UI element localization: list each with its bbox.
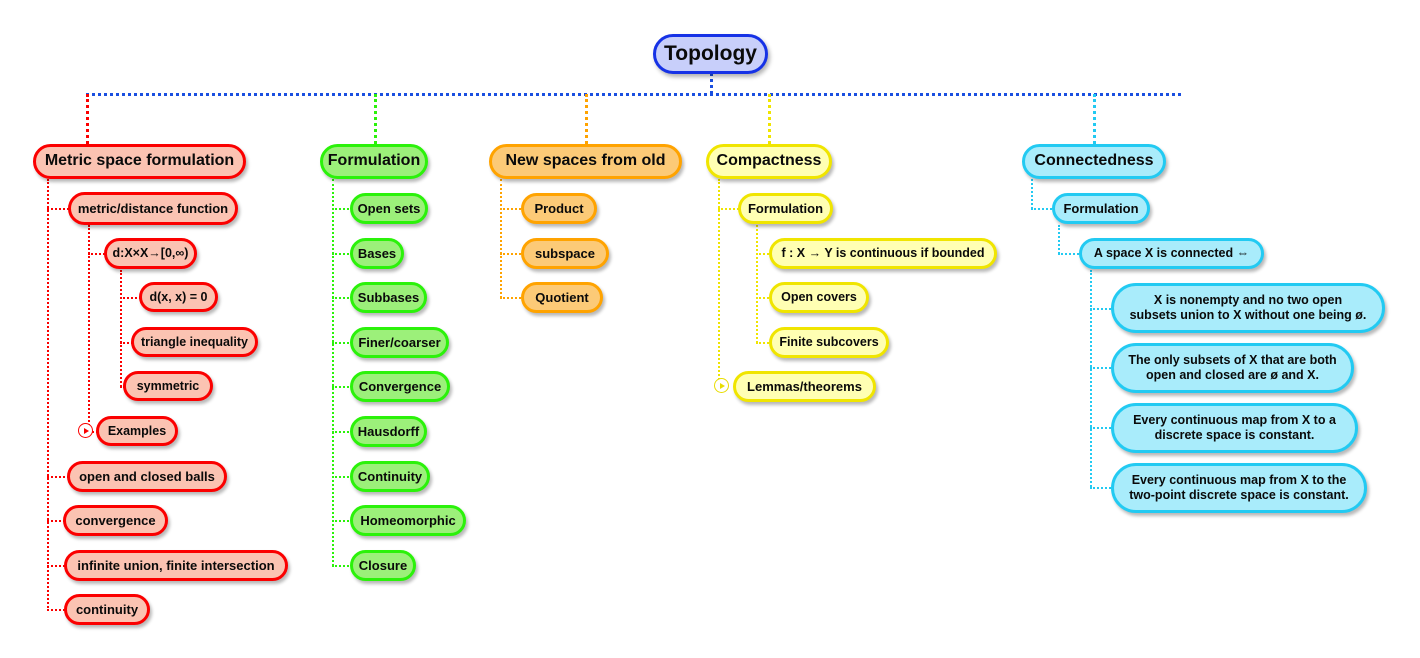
node-new-spaces-from-old[interactable]: New spaces from old [489, 144, 682, 179]
connector-red-to-b1c1c2 [88, 431, 98, 433]
connector-drop-formulation [374, 94, 377, 144]
node-symmetric[interactable]: symmetric [123, 371, 213, 401]
node-topology-root[interactable]: Topology [653, 34, 768, 74]
connector-red-to-b1c3 [47, 520, 69, 522]
node-continuity-topology[interactable]: Continuity [350, 461, 430, 492]
node-subspace[interactable]: subspace [521, 238, 609, 269]
connector-yellow-spine [718, 179, 720, 387]
node-quotient[interactable]: Quotient [521, 282, 603, 313]
connector-cyan-to-b5c1c1c1 [1090, 308, 1111, 310]
connector-red-to-b1c2 [47, 476, 69, 478]
node-convergence[interactable]: convergence [63, 505, 168, 536]
node-open-sets[interactable]: Open sets [350, 193, 428, 224]
connector-root-stub [710, 73, 713, 94]
node-formulation-topology[interactable]: Formulation [320, 144, 428, 179]
connector-orange-spine [500, 179, 502, 298]
connector-red-spine-l2 [88, 225, 90, 433]
connector-red-spine [47, 179, 49, 611]
connector-cyan-to-b5c1c1c3 [1090, 427, 1111, 429]
node-d-x-x-equals-0[interactable]: d(x, x) = 0 [139, 282, 218, 312]
connector-cyan-to-b5c1c1c2 [1090, 367, 1111, 369]
node-formulation-compactness[interactable]: Formulation [738, 193, 833, 224]
node-open-and-closed-balls[interactable]: open and closed balls [67, 461, 227, 492]
connector-green-to-b2c9 [332, 565, 353, 567]
node-triangle-inequality[interactable]: triangle inequality [131, 327, 258, 357]
node-finer-coarser[interactable]: Finer/coarser [350, 327, 449, 358]
connector-cyan-spine-l2 [1058, 225, 1060, 254]
connector-drop-compactness [768, 94, 771, 144]
connector-yellow-spine-l2 [756, 225, 758, 343]
node-only-subsets-both-open-and-closed[interactable]: The only subsets of X that are both open… [1111, 343, 1354, 393]
connector-green-to-b2c2 [332, 253, 353, 255]
connector-orange-to-b3c1 [500, 208, 521, 210]
node-lemmas-theorems[interactable]: Lemmas/theorems [733, 371, 876, 402]
connector-drop-newspaces [585, 94, 588, 144]
connector-green-to-b2c8 [332, 520, 353, 522]
node-homeomorphic[interactable]: Homeomorphic [350, 505, 466, 536]
node-metric-distance-function[interactable]: metric/distance function [68, 192, 238, 225]
connector-cyan-to-b5c1c1c4 [1090, 487, 1111, 489]
connector-cyan-to-b5c1c1 [1058, 253, 1079, 255]
node-finite-subcovers[interactable]: Finite subcovers [769, 327, 889, 358]
node-subbases[interactable]: Subbases [350, 282, 427, 313]
node-continuity-metric[interactable]: continuity [64, 594, 150, 625]
node-convergence-topology[interactable]: Convergence [350, 371, 450, 402]
node-hausdorff[interactable]: Hausdorff [350, 416, 427, 447]
connector-red-to-b1c1c1c1 [120, 297, 141, 299]
node-compactness[interactable]: Compactness [706, 144, 832, 179]
connector-cyan-spine [1031, 179, 1033, 209]
node-every-map-to-two-point-discrete-space-constant[interactable]: Every continuous map from X to the two-p… [1111, 463, 1367, 513]
connector-red-to-b1c4 [47, 565, 69, 567]
connector-yellow-to-b4c1c3 [756, 342, 777, 344]
node-formulation-connectedness[interactable]: Formulation [1052, 193, 1150, 224]
node-connectedness[interactable]: Connectedness [1022, 144, 1166, 179]
connector-red-to-b1c5 [47, 609, 69, 611]
connector-cyan-spine-l3 [1090, 270, 1092, 487]
node-f-x-to-y-continuous-if-bounded[interactable]: f : X → Y is continuous if bounded [769, 238, 997, 269]
node-infinite-union-finite-intersection[interactable]: infinite union, finite intersection [64, 550, 288, 581]
node-product[interactable]: Product [521, 193, 597, 224]
connector-green-to-b2c5 [332, 386, 353, 388]
node-x-is-nonempty-no-two-open-subsets[interactable]: X is nonempty and no two open subsets un… [1111, 283, 1385, 333]
connector-drop-metric [86, 94, 89, 144]
node-open-covers[interactable]: Open covers [769, 282, 869, 313]
connector-yellow-to-b4c1 [718, 208, 739, 210]
connector-red-to-b1c1c1 [88, 253, 109, 255]
connector-green-spine [332, 179, 334, 566]
connector-orange-to-b3c2 [500, 253, 521, 255]
connector-green-to-b2c1 [332, 208, 353, 210]
connector-green-to-b2c3 [332, 297, 353, 299]
connector-green-to-b2c7 [332, 476, 353, 478]
connector-red-to-b1c1 [47, 208, 69, 210]
node-examples[interactable]: Examples [96, 416, 178, 446]
connector-green-to-b2c6 [332, 431, 353, 433]
connector-main-bus [86, 93, 1181, 96]
connector-yellow-to-b4c1c1 [756, 253, 777, 255]
node-bases[interactable]: Bases [350, 238, 404, 269]
node-d-x-x-0-inf[interactable]: d:X×X→[0,∞) [104, 238, 197, 269]
node-metric-space-formulation[interactable]: Metric space formulation [33, 144, 246, 179]
expand-icon-examples[interactable] [78, 423, 93, 438]
connector-red-spine-l3 [120, 270, 122, 387]
connector-drop-connectedness [1093, 94, 1096, 144]
node-a-space-x-is-connected[interactable]: A space X is connected ⇔ [1079, 238, 1264, 269]
connector-cyan-to-b5c1 [1031, 208, 1052, 210]
connector-orange-to-b3c3 [500, 297, 521, 299]
connector-yellow-to-b4c1c2 [756, 297, 777, 299]
expand-icon-lemmas-theorems[interactable] [714, 378, 729, 393]
connector-green-to-b2c4 [332, 342, 353, 344]
node-closure[interactable]: Closure [350, 550, 416, 581]
node-every-map-to-discrete-space-constant[interactable]: Every continuous map from X to a discret… [1111, 403, 1358, 453]
